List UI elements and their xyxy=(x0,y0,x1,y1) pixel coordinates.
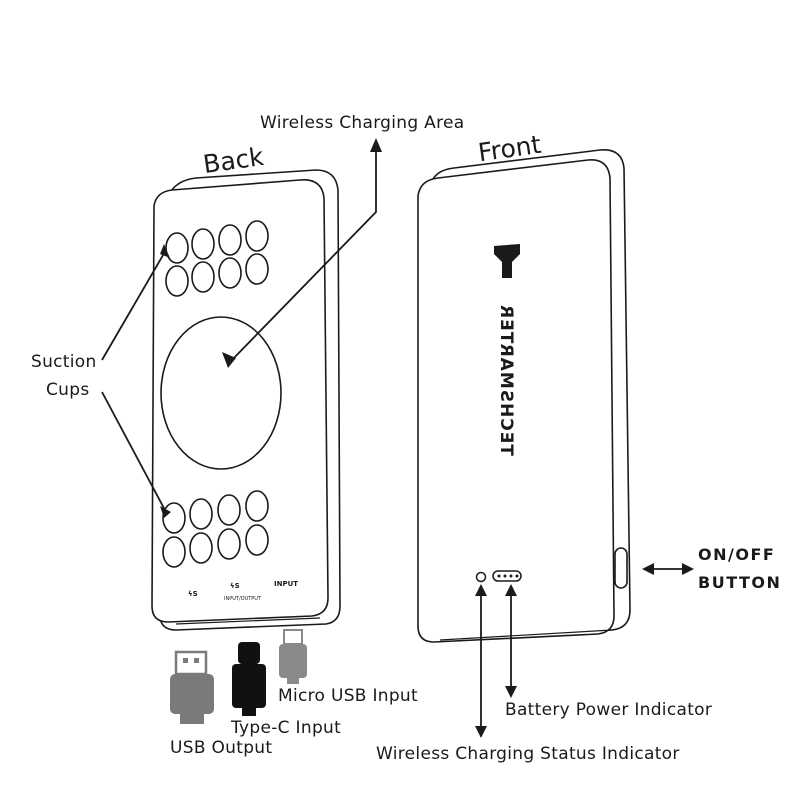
leader-lines xyxy=(101,148,688,732)
suction-cups-label-line1: Suction xyxy=(31,352,97,372)
brand-logo-text: TECHSMARTER xyxy=(495,304,516,456)
suction-cups-top xyxy=(165,220,269,297)
type-c-plug-icon xyxy=(232,642,266,716)
suction-cups-bottom xyxy=(162,490,269,568)
arrowheads xyxy=(160,138,694,738)
port-label-1: ϟS xyxy=(188,590,198,598)
micro-usb-plug-icon xyxy=(279,629,307,684)
wireless-status-led xyxy=(475,571,487,583)
port-label-2: ϟS xyxy=(230,582,240,590)
brand-logo-icon xyxy=(494,244,520,278)
battery-power-indicator-label: Battery Power Indicator xyxy=(505,700,713,720)
front-device xyxy=(417,149,631,643)
battery-led-dots xyxy=(497,574,519,578)
wireless-charging-coil xyxy=(160,316,282,470)
usb-plug-icon xyxy=(170,650,214,724)
lightning-icon: ϟ xyxy=(230,582,235,590)
suction-cups-label-line2: Cups xyxy=(46,380,90,400)
lightning-icon: ϟ xyxy=(188,590,193,598)
port-label-3: INPUT xyxy=(274,580,299,588)
type-c-input-label: Type-C Input xyxy=(231,718,342,738)
port-label-2-sub: INPUT/OUTPUT xyxy=(224,596,262,602)
wireless-charging-status-indicator-label: Wireless Charging Status Indicator xyxy=(376,744,680,764)
wireless-charging-area-label: Wireless Charging Area xyxy=(260,113,465,133)
on-off-label-line2: BUTTON xyxy=(698,573,782,592)
micro-usb-input-label: Micro USB Input xyxy=(278,686,418,706)
usb-output-label: USB Output xyxy=(170,738,273,758)
on-off-button xyxy=(614,547,628,589)
on-off-label-line1: ON/OFF xyxy=(698,545,776,564)
battery-indicator-leds xyxy=(492,570,522,582)
